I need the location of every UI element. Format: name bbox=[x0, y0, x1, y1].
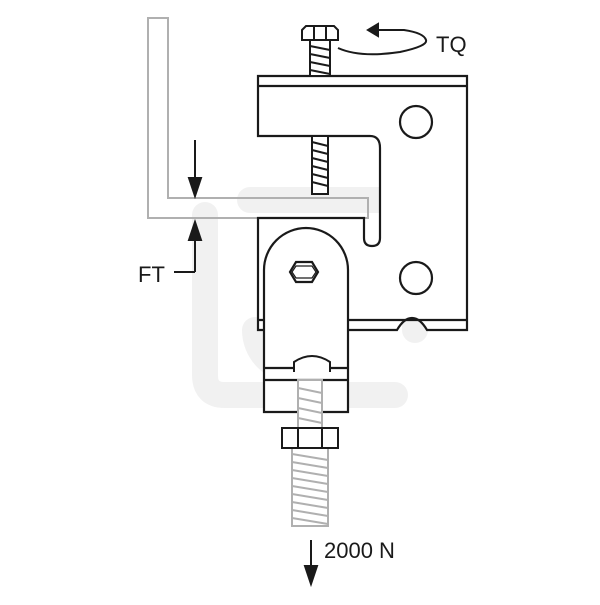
load-arrow-icon bbox=[303, 540, 319, 588]
mounting-hole-top bbox=[398, 104, 434, 140]
torque-arrow-icon bbox=[337, 22, 428, 56]
hex-bolt bbox=[288, 260, 320, 284]
ft-dimension bbox=[174, 140, 203, 273]
ft-label: FT bbox=[138, 262, 165, 287]
rod-insert bbox=[293, 355, 331, 372]
set-screw bbox=[301, 25, 339, 195]
torque-label: TQ bbox=[436, 32, 467, 57]
threaded-rod bbox=[291, 379, 329, 527]
load-label: 2000 N bbox=[324, 538, 395, 563]
beam-flange bbox=[147, 17, 369, 219]
screw-hex-head bbox=[301, 25, 339, 41]
hex-nut bbox=[281, 427, 339, 449]
mounting-hole-bottom bbox=[398, 260, 434, 296]
